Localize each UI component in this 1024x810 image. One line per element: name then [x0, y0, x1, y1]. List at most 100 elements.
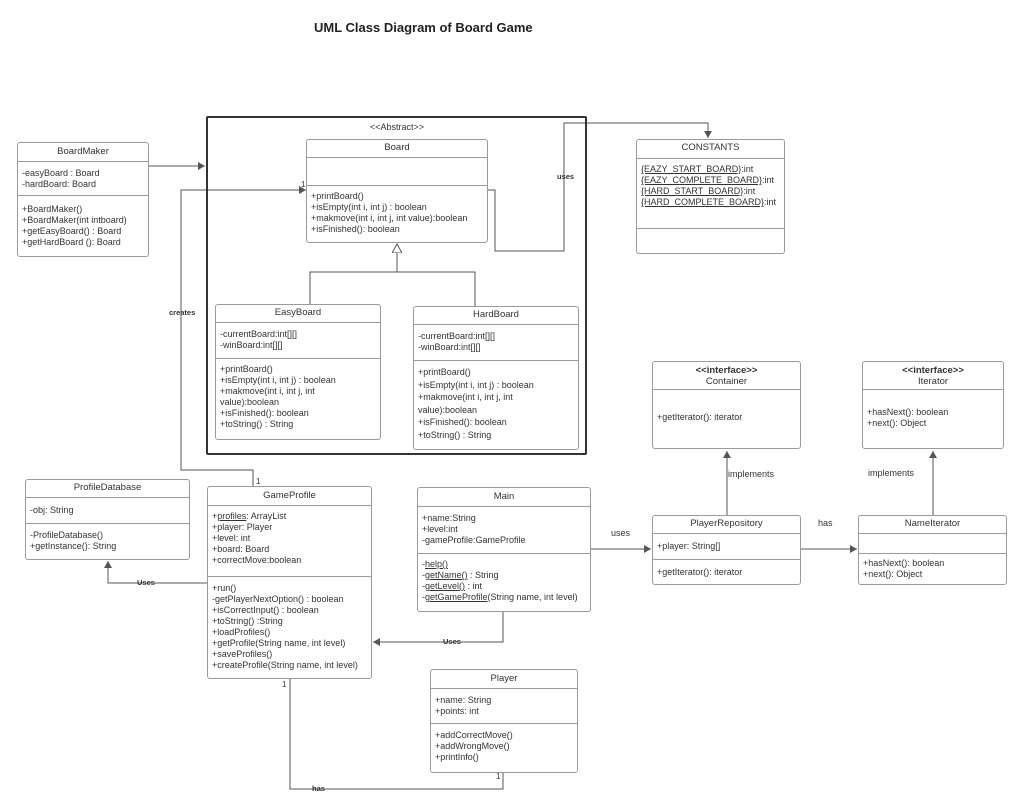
methods-section: +hasNext(): boolean +next(): Object [859, 554, 1006, 583]
class-nameiterator[interactable]: NameIterator +hasNext(): boolean +next()… [858, 515, 1007, 585]
method: +makmove(int i, int j, int [220, 386, 315, 396]
label-uses-constants: uses [557, 172, 575, 181]
static-attribute-name: profiles [217, 511, 247, 521]
class-playerrepository[interactable]: PlayerRepository +player: String[] +getI… [652, 515, 801, 585]
class-name: Main [418, 488, 590, 507]
methods-section: +hasNext(): boolean +next(): Object [863, 390, 1003, 432]
multiplicity-profile-top: 1 [256, 477, 261, 486]
class-profiledatabase[interactable]: ProfileDatabase -obj: String -ProfileDat… [25, 479, 190, 560]
constant-name: {HARD_START_BOARD} [641, 186, 744, 196]
method: +next(): Object [863, 569, 923, 579]
attributes-section [307, 158, 487, 186]
connector-hardboard-inherit [397, 271, 476, 306]
constant-type: :int [741, 164, 754, 174]
label-uses-profiledb: Uses [137, 578, 155, 587]
method: +BoardMaker() [22, 204, 83, 214]
class-name: EasyBoard [216, 305, 380, 323]
method: +BoardMaker(int intboard) [22, 215, 127, 225]
method: +isEmpty(int i, int j) : boolean [220, 375, 336, 385]
attribute: +points: int [435, 706, 479, 716]
static-method-name: help() [425, 559, 449, 569]
method: +toString() : String [418, 429, 492, 440]
method: +isEmpty(int i, int j) : boolean [311, 202, 427, 212]
constant-type: :int [743, 186, 756, 196]
class-name: Player [431, 670, 577, 689]
method: +printBoard() [418, 367, 471, 377]
class-constants[interactable]: CONSTANTS {EAZY_START_BOARD}:int {EAZY_C… [636, 139, 785, 254]
method: +printInfo() [435, 752, 479, 762]
constant-name: {EAZY_START_BOARD} [641, 164, 742, 174]
method: +isCorrectInput() : boolean [212, 605, 319, 615]
connector-board-constants [488, 122, 712, 252]
label-implements-iterator: implements [868, 468, 915, 478]
attributes-section: +player: String[] [653, 534, 800, 560]
class-name: Iterator [917, 376, 949, 387]
attributes-section: -currentBoard:int[][] -winBoard:int[][] [216, 323, 380, 359]
method: +getIterator(): iterator [657, 567, 743, 577]
label-implements-container: implements [728, 469, 775, 479]
method: +isFinished(): boolean [311, 224, 400, 234]
method: +isFinished(): boolean [418, 417, 507, 427]
methods-section: +addCorrectMove() +addWrongMove() +print… [431, 724, 577, 766]
label-uses-main-profile: Uses [443, 637, 461, 646]
methods-section: -help() -getName() : String -getLevel() … [418, 554, 590, 606]
multiplicity-board: 1 [301, 180, 306, 189]
class-name: Board [307, 140, 487, 158]
method: +getEasyBoard() : Board [22, 226, 122, 236]
class-gameprofile[interactable]: GameProfile +profiles: ArrayList +player… [207, 486, 372, 679]
constant-type: :int [764, 197, 777, 207]
stereotype: <<interface>> [902, 365, 964, 376]
method: value):boolean [418, 404, 478, 415]
visibility: + [212, 511, 218, 521]
methods-section: +getIterator(): iterator [653, 560, 800, 581]
method: +makmove(int i, int j, int [418, 392, 513, 402]
attribute: +name:String [422, 513, 476, 523]
attributes-section: {EAZY_START_BOARD}:int {EAZY_COMPLETE_BO… [637, 159, 784, 229]
method: +isFinished(): boolean [220, 408, 309, 418]
attributes-section: -currentBoard:int[][] -winBoard:int[][] [414, 325, 578, 361]
abstract-frame [206, 116, 587, 455]
class-easyboard[interactable]: EasyBoard -currentBoard:int[][] -winBoar… [215, 304, 381, 440]
method: +getInstance(): String [30, 541, 117, 551]
method: +makmove(int i, int j, int value):boolea… [311, 213, 468, 223]
multiplicity-profile-bottom: 1 [282, 680, 287, 689]
methods-section: +BoardMaker() +BoardMaker(int intboard) … [18, 196, 148, 251]
connector-easyboard-inherit [309, 244, 397, 304]
attribute: -easyBoard : Board [22, 168, 100, 178]
class-main[interactable]: Main +name:String +level:int -gameProfil… [417, 487, 591, 612]
method: +getProfile(String name, int level) [212, 638, 346, 648]
constant-type: :int [762, 175, 775, 185]
connector-creates [180, 186, 306, 486]
class-player[interactable]: Player +name: String +points: int +addCo… [430, 669, 578, 773]
class-header: <<interface>> Container [653, 362, 800, 390]
class-board[interactable]: Board +printBoard() +isEmpty(int i, int … [306, 139, 488, 243]
static-method-name: getGameProfile [425, 592, 488, 602]
methods-section: -ProfileDatabase() +getInstance(): Strin… [26, 524, 189, 555]
attributes-section: +profiles: ArrayList +player: Player +le… [208, 506, 371, 577]
class-hardboard[interactable]: HardBoard -currentBoard:int[][] -winBoar… [413, 306, 579, 450]
attribute: +player: String[] [657, 541, 721, 551]
method: +saveProfiles() [212, 649, 273, 659]
label-has-repo-iter: has [818, 518, 833, 528]
method: -help() [422, 559, 586, 570]
method: +addCorrectMove() [435, 730, 513, 740]
attribute: +player: Player [212, 522, 273, 532]
methods-section: +printBoard() +isEmpty(int i, int j) : b… [307, 186, 487, 238]
methods-section: +getIterator(): iterator [653, 390, 800, 426]
class-name: NameIterator [859, 516, 1006, 534]
method: -getName() : String [422, 570, 586, 581]
attribute: -obj: String [30, 505, 74, 515]
method-signature: : String [467, 570, 499, 580]
attribute: -currentBoard:int[][] [418, 331, 496, 341]
method: +createProfile(String name, int level) [212, 660, 358, 670]
class-name: CONSTANTS [637, 140, 784, 159]
attribute: +profiles: ArrayList [212, 511, 367, 522]
method-signature: : int [465, 581, 483, 591]
label-uses-main-repo: uses [611, 528, 631, 538]
class-boardmaker[interactable]: BoardMaker -easyBoard : Board -hardBoard… [17, 142, 149, 257]
methods-section [637, 229, 784, 235]
constant-name: {EAZY_COMPLETE_BOARD} [641, 175, 763, 185]
methods-section: +printBoard() +isEmpty(int i, int j) : b… [414, 361, 578, 444]
interface-iterator[interactable]: <<interface>> Iterator +hasNext(): boole… [862, 361, 1004, 449]
interface-container[interactable]: <<interface>> Container +getIterator(): … [652, 361, 801, 449]
